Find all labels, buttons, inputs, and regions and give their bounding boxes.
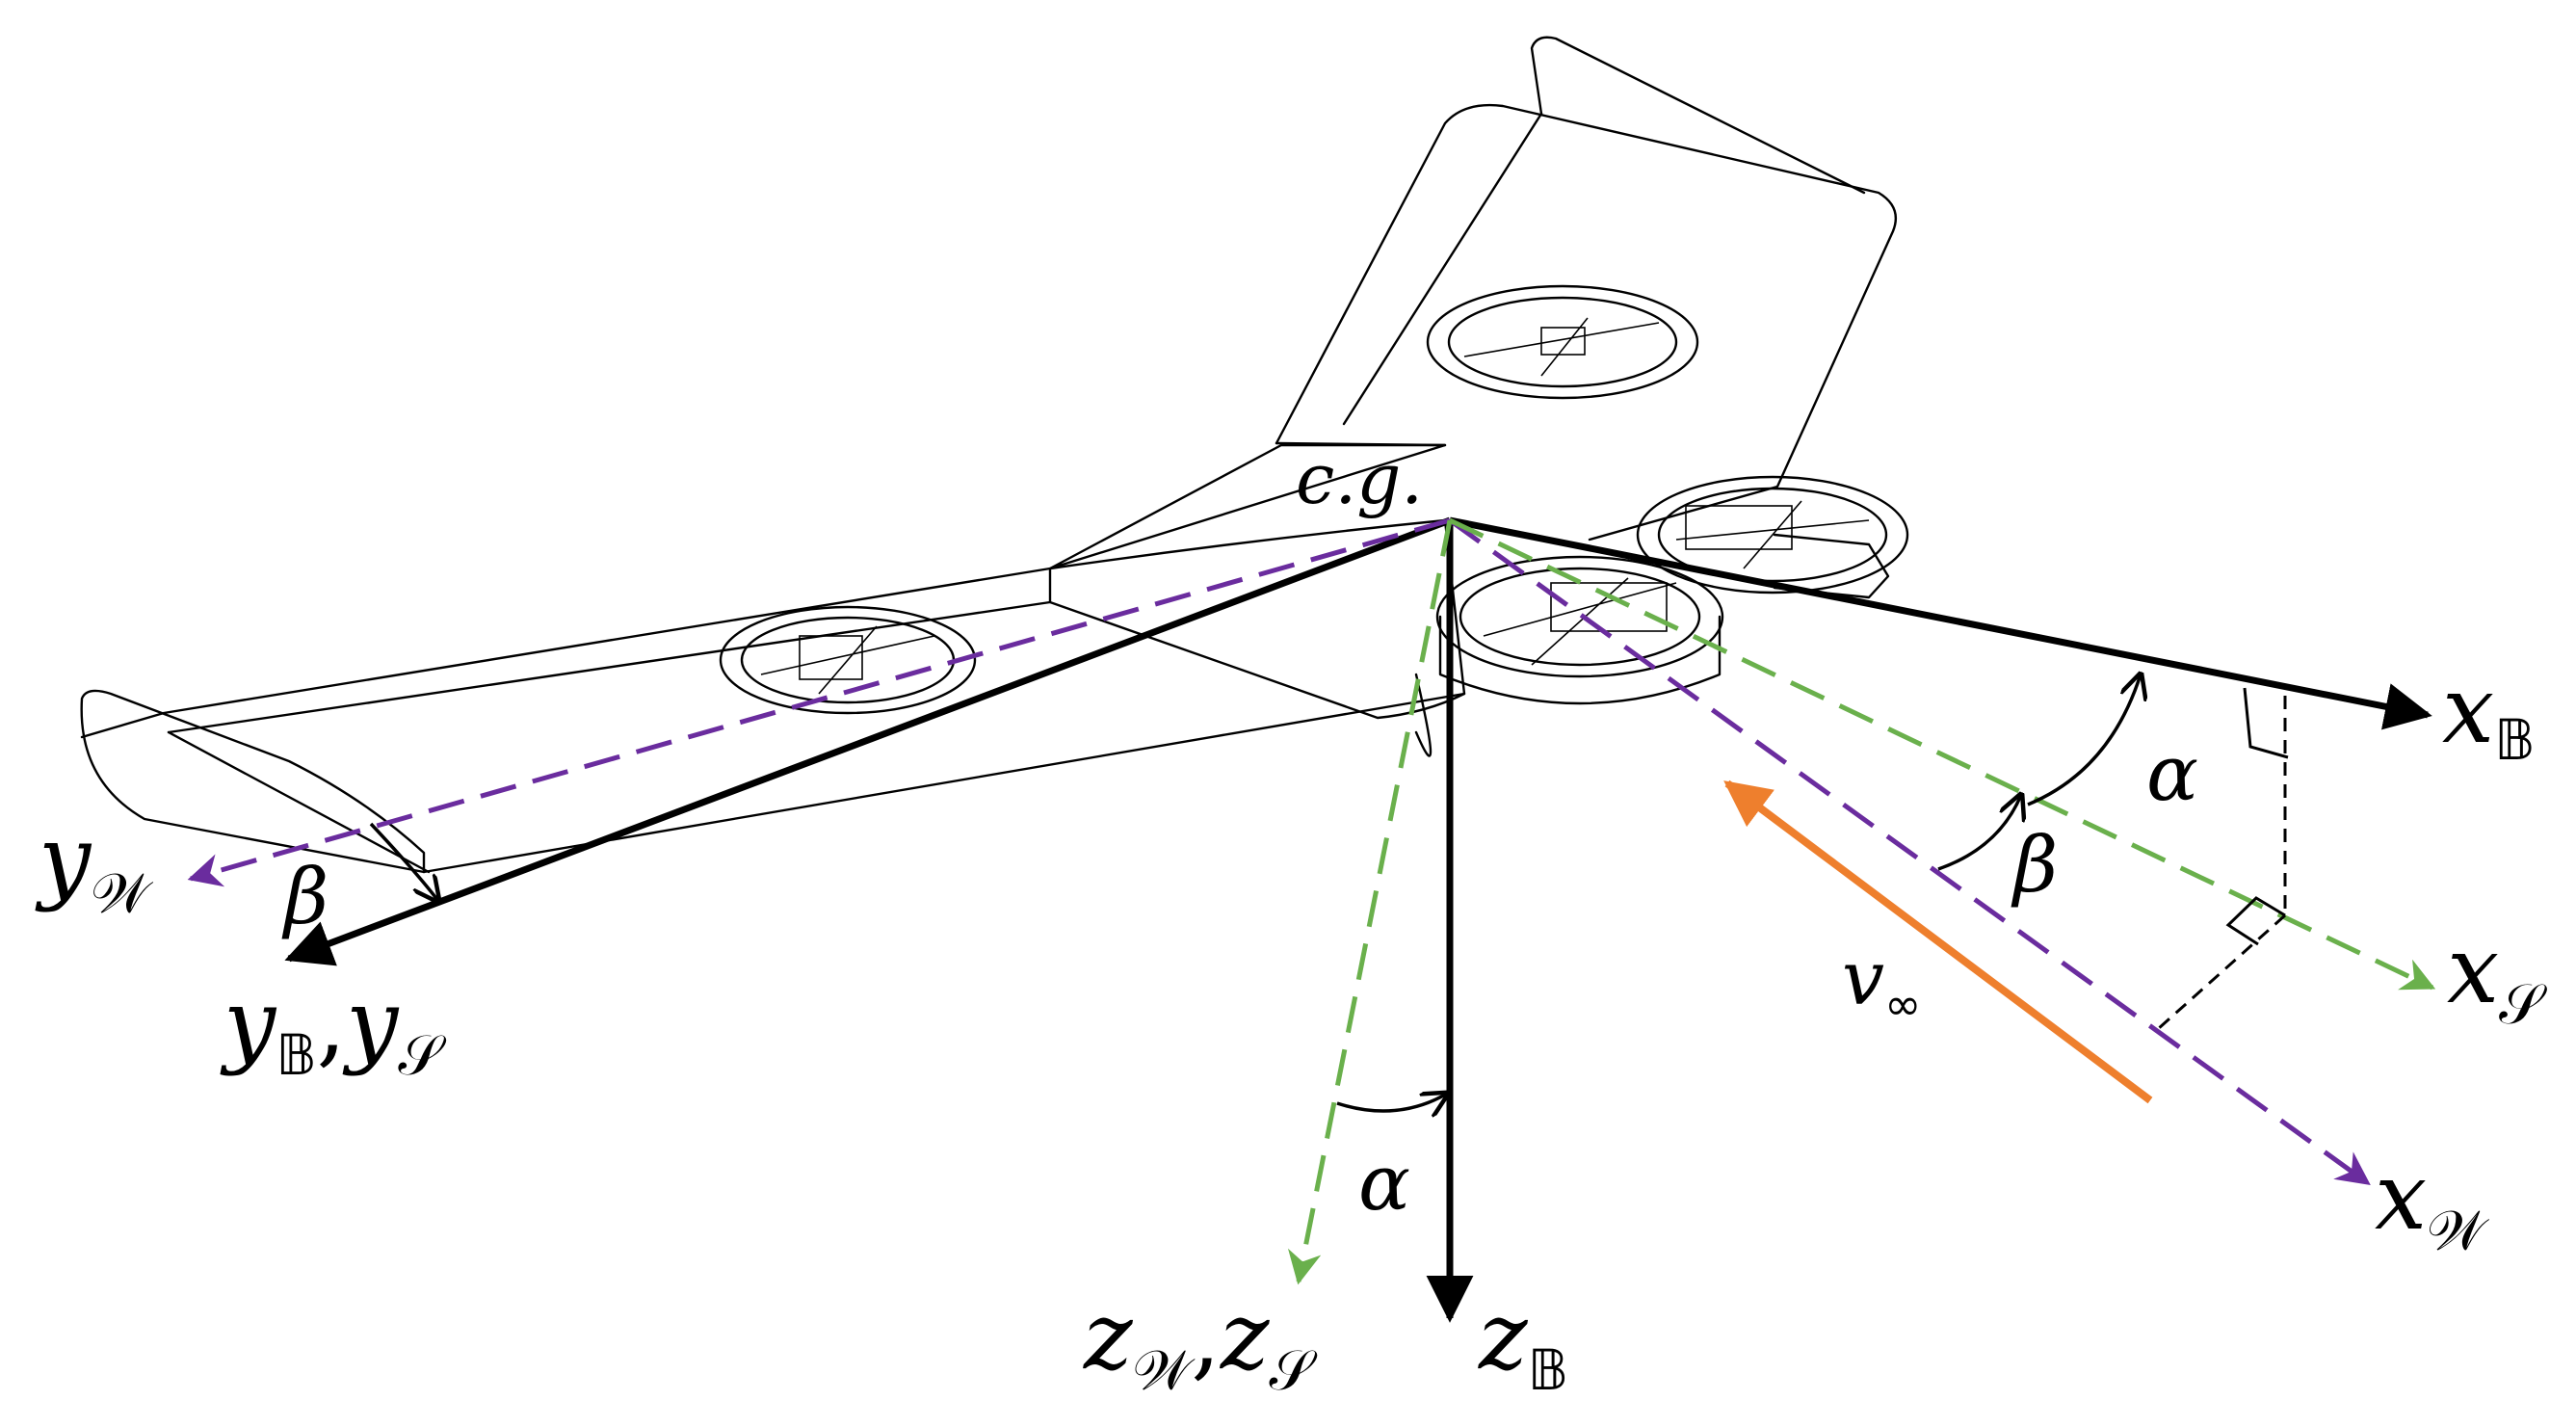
- fuselage-pod: [1414, 673, 1433, 757]
- rotor-top: [1426, 284, 1699, 400]
- alpha-side-arc: [2027, 674, 2141, 806]
- cg-label: c.g.: [1296, 438, 1423, 519]
- rotor-center: [1435, 555, 1724, 705]
- beta-left-label: β: [281, 852, 329, 941]
- left-wing-leading: [167, 600, 1052, 734]
- x-stab-axis: [1448, 517, 2436, 991]
- right-winglet: [1530, 36, 1866, 195]
- beta-left-arc: [369, 822, 438, 901]
- alpha-side-label: α: [2146, 728, 2198, 818]
- right-angle-marker-top: [2243, 687, 2289, 759]
- rotor-right: [1636, 475, 1909, 599]
- alpha-bottom-arc: [1336, 1094, 1447, 1111]
- z-wind-stab-label: z𝒲,z𝒮: [1083, 1282, 1317, 1403]
- fuselage-top: [1275, 441, 1447, 447]
- wind-axes: [187, 517, 2371, 1186]
- projection-lines: [2157, 687, 2289, 1031]
- right-wing-inner-edge: [1342, 112, 1543, 426]
- alpha-bottom-label: α: [1358, 1138, 1410, 1228]
- z-stab-axis: [1287, 519, 1453, 1285]
- right-wing: [1275, 103, 1898, 542]
- angle-arcs: [369, 674, 2141, 1111]
- rotor-left: [719, 605, 977, 715]
- y-body-axis: [284, 516, 1452, 966]
- v-inf-label: v∞: [1842, 936, 1921, 1030]
- y-wind-label: y𝒲: [35, 806, 153, 926]
- x-wind-axis: [1448, 517, 2371, 1186]
- aircraft-drawing: [80, 36, 1909, 874]
- y-wind-axis: [187, 517, 1451, 887]
- fuselage: [1048, 518, 1466, 720]
- x-stab-label: x𝒮: [2447, 916, 2547, 1037]
- x-body-label: x𝔹: [2442, 656, 2536, 773]
- left-winglet: [80, 689, 426, 874]
- x-wind-label: x𝒲: [2375, 1143, 2489, 1263]
- labels: c.g. x𝔹 y𝔹,y𝒮 z𝔹 x𝒮 x𝒲 y𝒲 z𝒲,z𝒮: [35, 438, 2547, 1403]
- y-body-stab-label: y𝔹,y𝒮: [220, 969, 446, 1088]
- beta-side-label: β: [2011, 820, 2058, 910]
- stability-axes: [1287, 517, 2436, 1285]
- body-axes: [284, 516, 2432, 1323]
- z-body-label: z𝔹: [1478, 1282, 1568, 1403]
- x-body-axis: [1449, 516, 2432, 730]
- left-wing: [80, 443, 1447, 739]
- beta-side-arc: [1937, 795, 2021, 871]
- right-angle-marker-bottom: [2225, 896, 2286, 946]
- freestream-velocity-arrow: [1723, 780, 2153, 1104]
- left-wing-flap: [167, 730, 431, 874]
